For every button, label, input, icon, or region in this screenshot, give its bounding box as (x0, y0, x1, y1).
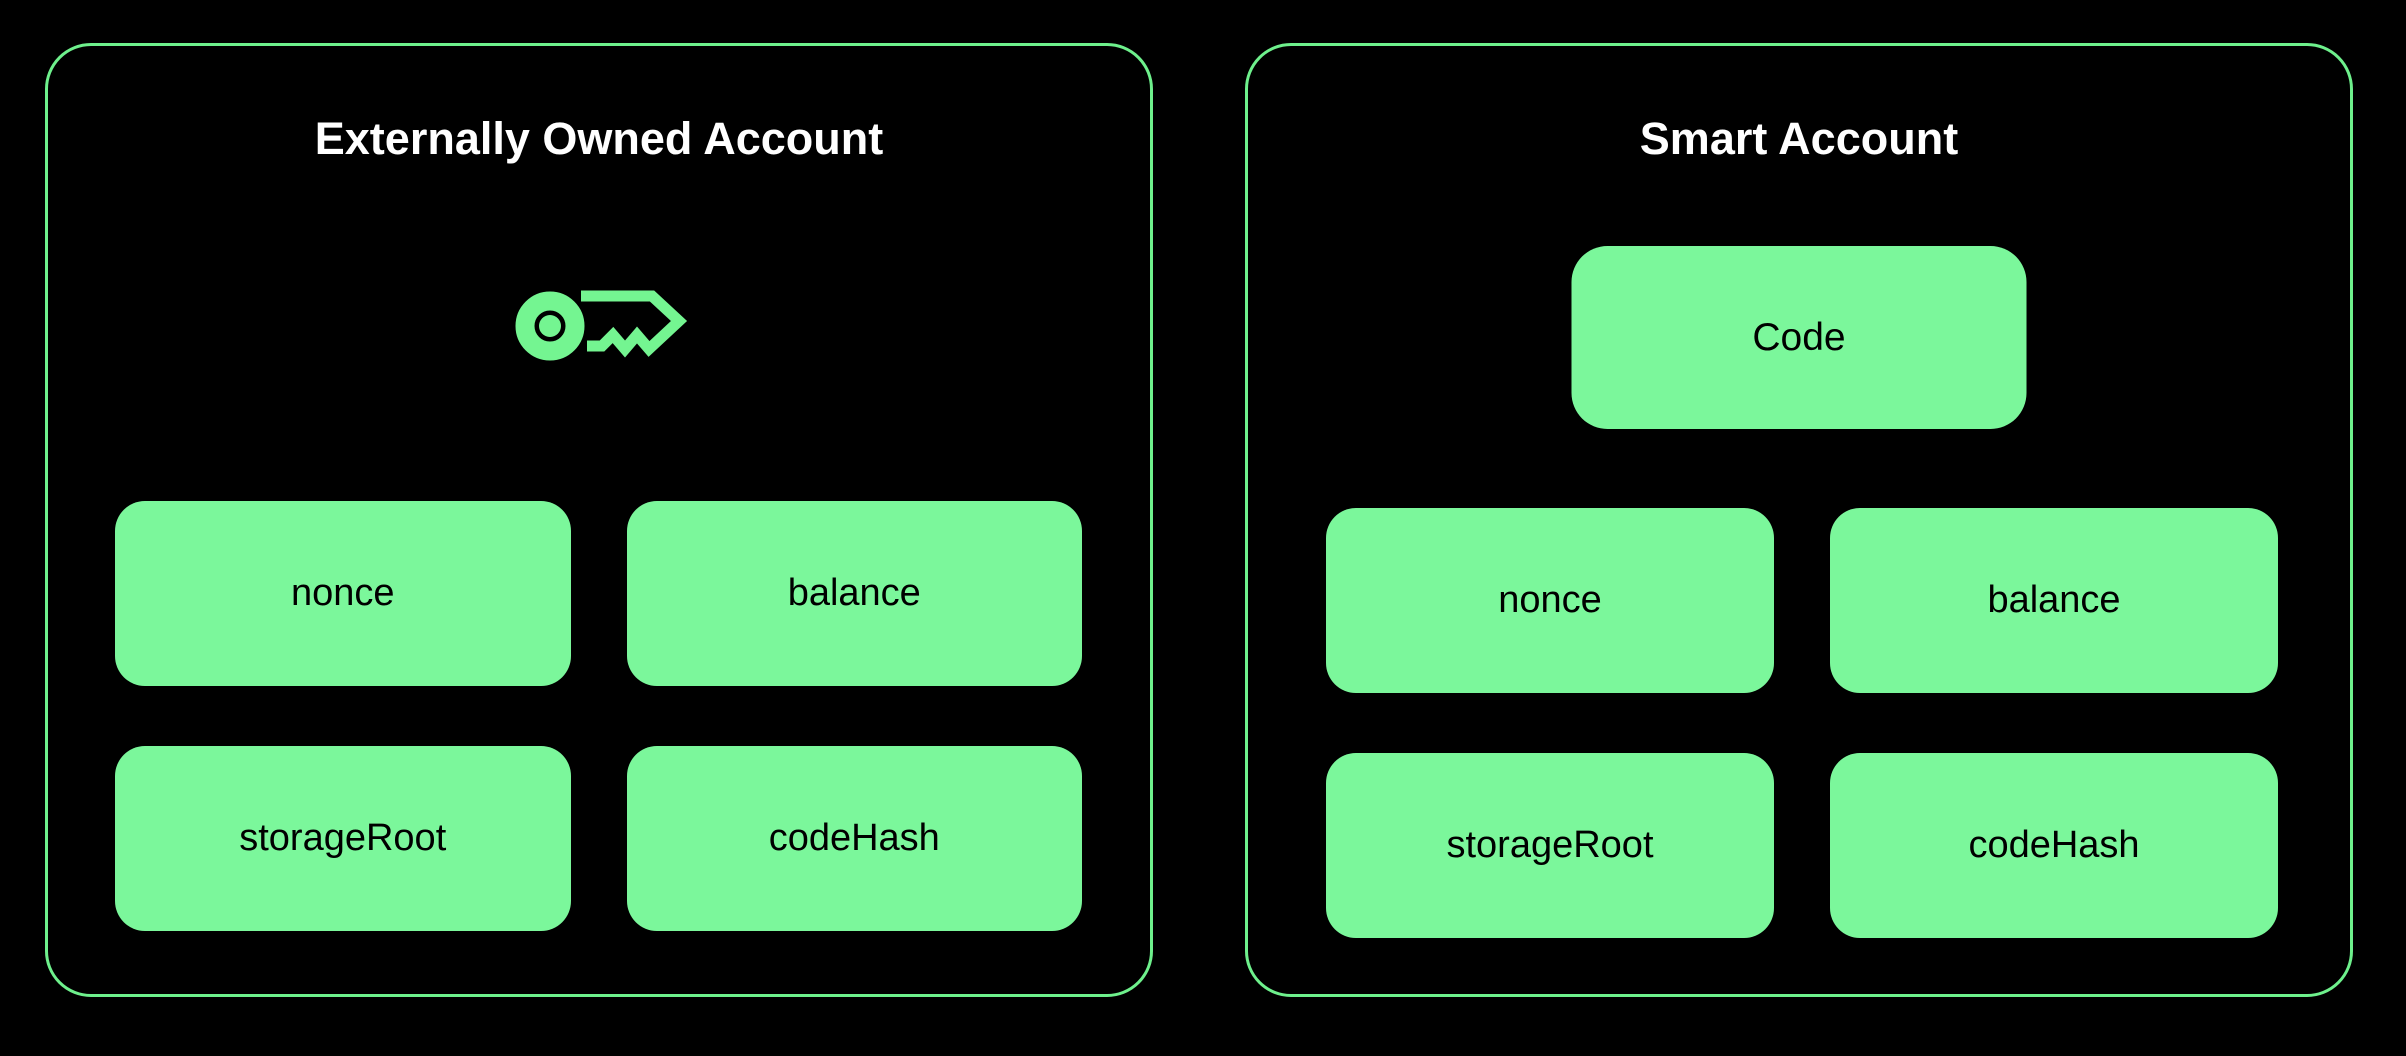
smart-account-nonce-box: nonce (1326, 508, 1774, 693)
eoa-codehash-box: codeHash (626, 746, 1082, 931)
eoa-balance-label: balance (787, 572, 921, 614)
eoa-storageroot-label: storageRoot (239, 817, 447, 859)
smart-account-balance-label: balance (1987, 579, 2121, 621)
smart-account-codehash-box: codeHash (1830, 753, 2278, 938)
smart-account-nonce-label: nonce (1498, 579, 1602, 621)
key-icon (509, 278, 689, 375)
eoa-codehash-label: codeHash (768, 817, 940, 859)
eoa-panel-title: Externally Owned Account (314, 113, 884, 164)
eoa-balance-box: balance (626, 501, 1082, 686)
smart-account-storageroot-label: storageRoot (1446, 824, 1654, 866)
smart-account-panel-title: Smart Account (1639, 113, 1959, 164)
smart-account-field-grid: nonce balance storageRoot codeHash (1326, 508, 2278, 938)
smart-account-balance-box: balance (1830, 508, 2278, 693)
eoa-nonce-box: nonce (115, 501, 571, 686)
smart-account-code-label: Code (1752, 315, 1846, 359)
smart-account-storageroot-box: storageRoot (1326, 753, 1774, 938)
eoa-panel: Externally Owned Account nonce balance s… (45, 43, 1153, 997)
eoa-storageroot-box: storageRoot (115, 746, 571, 931)
eoa-nonce-label: nonce (290, 572, 395, 614)
smart-account-codehash-label: codeHash (1968, 824, 2140, 866)
smart-account-code-box: Code (1571, 246, 2027, 429)
smart-account-panel: Smart Account Code nonce balance storage… (1245, 43, 2353, 997)
eoa-field-grid: nonce balance storageRoot codeHash (115, 501, 1082, 931)
